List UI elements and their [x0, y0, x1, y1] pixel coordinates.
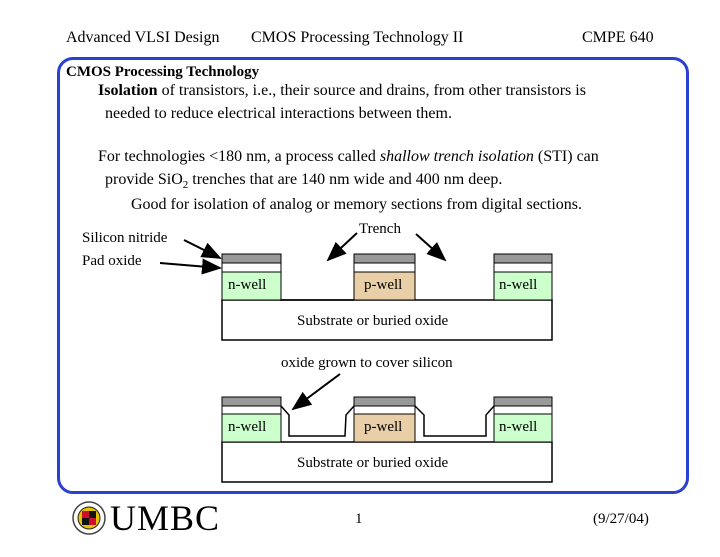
slide-frame	[57, 57, 689, 494]
label-substrate-bottom: Substrate or buried oxide	[297, 455, 449, 471]
sti-post: (STI) can	[537, 148, 599, 165]
isolation-line-1: Isolation of transistors, i.e., their so…	[98, 82, 586, 100]
padoxide-center-bottom	[353, 405, 416, 415]
sti-line-1: For technologies <180 nm, a process call…	[98, 148, 599, 166]
isolation-term: Isolation	[98, 82, 158, 99]
arrow-pad-oxide	[159, 258, 222, 275]
arrow-silicon-nitride	[183, 239, 222, 259]
umbc-logo-text: UMBC	[110, 498, 221, 538]
label-pwell-top: p-well	[364, 277, 403, 293]
label-oxide-grown: oxide grown to cover silicon	[281, 355, 453, 371]
nitride-left-bottom	[221, 396, 282, 407]
padoxide-left-bottom	[221, 405, 282, 415]
umbc-seal-icon	[72, 501, 106, 535]
label-nwell-left-bottom: n-well	[228, 419, 267, 435]
sio2-pre: provide SiO	[105, 171, 183, 188]
arrow-oxide-grown	[291, 373, 341, 411]
header-code: CMPE 640	[582, 29, 654, 46]
padoxide-right-bottom	[493, 405, 553, 415]
label-pwell-bottom: p-well	[364, 419, 403, 435]
nwell-left-top	[221, 271, 282, 301]
isolation-text: of transistors, i.e., their source and d…	[161, 82, 586, 99]
sti-term: shallow trench isolation	[379, 148, 534, 165]
nitride-center-top	[353, 253, 416, 264]
nitride-right-bottom	[493, 396, 553, 407]
sio2-post: trenches that are 140 nm wide and 400 nm…	[192, 171, 503, 188]
grown-oxide-left	[280, 405, 355, 437]
header-topic: CMOS Processing Technology II	[251, 29, 464, 46]
good-for-line: Good for isolation of analog or memory s…	[131, 196, 583, 213]
nitride-left-top	[221, 253, 282, 264]
footer-date: (9/27/04)	[593, 511, 649, 527]
slide-title: CMOS Processing Technology	[66, 64, 260, 80]
page-number: 1	[355, 511, 363, 527]
arrow-trench-right	[415, 233, 447, 262]
sio2-sub: 2	[182, 179, 189, 192]
arrow-trench-left	[326, 232, 358, 262]
pwell-center-bottom	[353, 413, 416, 443]
pwell-center-top	[353, 271, 416, 301]
label-nwell-right-top: n-well	[499, 277, 538, 293]
nitride-center-bottom	[353, 396, 416, 407]
padoxide-center-top	[353, 262, 416, 273]
label-trench: Trench	[359, 221, 401, 237]
sti-pre: For technologies <180 nm, a process call…	[98, 148, 376, 165]
label-silicon-nitride: Silicon nitride	[82, 230, 168, 246]
label-pad-oxide: Pad oxide	[82, 253, 142, 269]
substrate-top	[221, 299, 553, 341]
label-nwell-left-top: n-well	[228, 277, 267, 293]
nwell-left-bottom	[221, 413, 282, 443]
label-nwell-right-bottom: n-well	[499, 419, 538, 435]
grown-oxide-right	[414, 405, 495, 437]
nitride-right-top	[493, 253, 553, 264]
nwell-right-bottom	[493, 413, 553, 443]
sti-line-2: provide SiO2 trenches that are 140 nm wi…	[105, 171, 502, 191]
label-substrate-top: Substrate or buried oxide	[297, 313, 449, 329]
padoxide-left-top	[221, 262, 282, 273]
padoxide-right-top	[493, 262, 553, 273]
nwell-right-top	[493, 271, 553, 301]
header-course: Advanced VLSI Design	[66, 29, 220, 46]
isolation-line-2: needed to reduce electrical interactions…	[105, 105, 452, 122]
